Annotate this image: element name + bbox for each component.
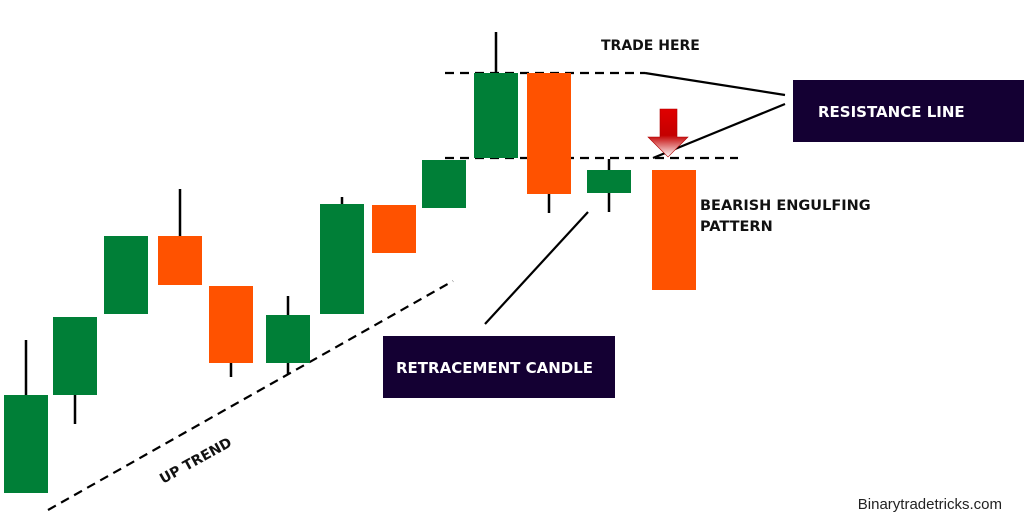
- candle-bearish: [527, 73, 571, 213]
- trade-here-label: TRADE HERE: [601, 38, 700, 54]
- candle-body: [527, 73, 571, 194]
- resistance-line-label: RESISTANCE LINE: [818, 103, 965, 121]
- candle-bullish: [266, 296, 310, 374]
- candle-body: [104, 236, 148, 314]
- candle-bearish: [158, 189, 202, 285]
- candle-body: [320, 204, 364, 314]
- candle-bearish: [652, 170, 696, 290]
- candle-body: [587, 170, 631, 193]
- candle-body: [4, 395, 48, 493]
- candle-body: [158, 236, 202, 285]
- candle-bullish: [587, 159, 631, 212]
- candle-bullish: [53, 317, 97, 424]
- candle-body: [652, 170, 696, 290]
- watermark: Binarytradetricks.com: [857, 496, 1002, 513]
- bearish-engulfing-line1: BEARISH ENGULFING: [700, 198, 871, 214]
- candle-bearish: [372, 205, 416, 253]
- candle-bullish: [320, 197, 364, 314]
- pointer-to-resistance-top: [644, 71, 786, 97]
- candle-bearish: [209, 286, 253, 377]
- candle-bullish: [4, 340, 48, 493]
- candle-bullish: [474, 32, 518, 158]
- retracement-candle-callout: RETRACEMENT CANDLE: [383, 336, 615, 398]
- candle-bullish: [422, 160, 466, 208]
- candle-body: [372, 205, 416, 253]
- down-arrow-icon: [647, 108, 689, 158]
- retracement-candle-label: RETRACEMENT CANDLE: [396, 359, 593, 377]
- candle-body: [474, 73, 518, 158]
- bearish-engulfing-line2: PATTERN: [700, 219, 773, 235]
- pointer-to-retracement: [484, 211, 589, 325]
- candle-bullish: [104, 236, 148, 314]
- candles-group: [4, 32, 696, 493]
- resistance-line-callout: RESISTANCE LINE: [793, 80, 1024, 142]
- uptrend-line: [47, 280, 454, 511]
- candle-body: [422, 160, 466, 208]
- candle-body: [209, 286, 253, 363]
- candle-body: [266, 315, 310, 363]
- bearish-engulfing-label: BEARISH ENGULFING PATTERN: [700, 198, 876, 235]
- candle-body: [53, 317, 97, 395]
